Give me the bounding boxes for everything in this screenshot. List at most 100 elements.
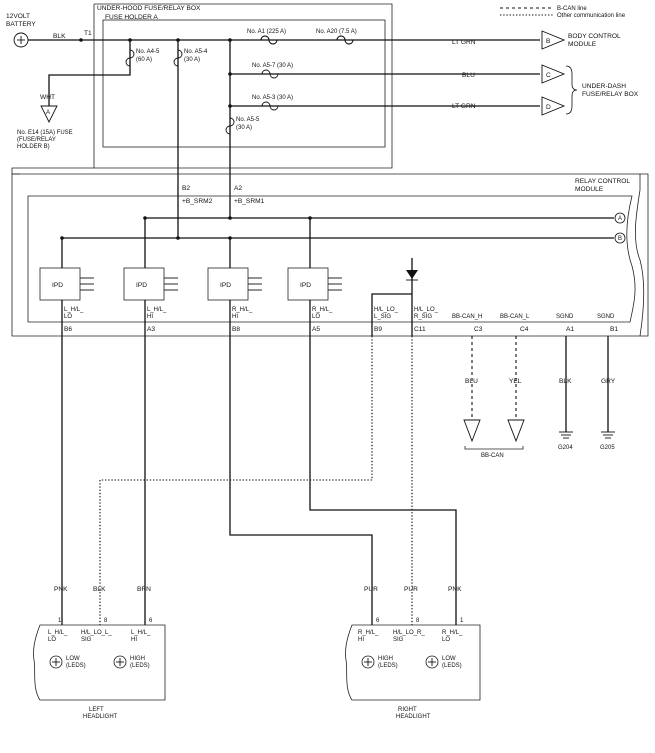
body-control-label-2: MODULE [568, 41, 597, 48]
right-lamp-1-name-2: (LEDS) [378, 663, 398, 669]
wire-color-blk: BLK [53, 33, 66, 40]
ipd-4-label: IPD [300, 282, 311, 289]
pin-a2: A2 [234, 185, 242, 192]
left-pin-2-name-1: H/L_LO_L_ [81, 630, 112, 636]
pin-srm1: +B_SRM1 [234, 198, 265, 205]
left-pin-1-num: 1 [58, 618, 62, 624]
fuse-a53-label: No. A5-3 (30 A) [252, 95, 293, 101]
right-headlight-box [345, 624, 481, 701]
ipd-2: IPD [123, 267, 178, 301]
wire-color-blu-c: BLU [462, 72, 475, 79]
left-pin-2-num: 8 [104, 618, 108, 624]
connector-c-triangle [541, 64, 566, 84]
right-pin-3-name-2: LO [442, 637, 450, 643]
fuse-a1-symbol [260, 35, 278, 45]
diode-symbol [406, 270, 418, 279]
connector-d-tag: D [546, 104, 551, 111]
rcm-pin-8-id: C4 [520, 326, 529, 333]
fuse-a20-symbol [336, 35, 354, 45]
fuse-a45-symbol [125, 49, 135, 67]
fuse-a55-label-2: (30 A) [236, 125, 252, 131]
right-lamp-2-name-1: LOW [442, 656, 456, 662]
left-headlight-name-2: HEADLIGHT [83, 714, 118, 720]
fuse-a54-label-1: No. A5-4 [184, 49, 208, 55]
cd-brace [565, 65, 578, 115]
battery-label-1: 12VOLT [6, 13, 30, 20]
bus-b-tag: B [618, 236, 622, 242]
left-lamp-1-name-1: LOW [66, 656, 80, 662]
left-high-led-icon [113, 655, 127, 669]
fuse-a1-label: No. A1 (225 A) [247, 29, 286, 35]
bus-a-marker [614, 212, 626, 224]
can-and-ground: BLU YEL BB-CAN BLK GRY G204 G205 [463, 336, 616, 459]
rcm-title-2: MODULE [575, 186, 604, 193]
ground-g205-symbol [601, 431, 615, 439]
bbcan-h-triangle [463, 419, 481, 443]
rcm-pin-1-id: B6 [64, 326, 72, 333]
left-pin-3-name-1: L_H/L_ [131, 630, 151, 636]
left-headlight-name-1: LEFT [89, 707, 104, 713]
connector-c-tag: C [546, 72, 551, 79]
rcm-pin-6-id: C11 [414, 326, 426, 333]
fuse-a57-label: No. A5-7 (30 A) [252, 63, 293, 69]
connector-d-triangle [541, 96, 566, 116]
right-pin-2-num: 8 [416, 618, 420, 624]
right-pin-1-name-1: R_H/L_ [358, 630, 379, 636]
wire-color-pnk-right: PNK [448, 586, 462, 593]
wire-color-ltgrn-d: LT GRN [452, 103, 476, 110]
fuse-a45-label-1: No. A4-5 [136, 49, 160, 55]
rcm-pin-3-name-2: HI [232, 314, 238, 320]
wire-color-pur-right-2: PUR [404, 586, 418, 593]
ipd-3-label: IPD [220, 282, 231, 289]
ground-g204-symbol [559, 431, 573, 439]
right-pin-1-num: 6 [376, 618, 380, 624]
bus-a-tag: A [618, 216, 622, 222]
left-pin-1-name-1: L_H/L_ [48, 630, 68, 636]
ipd-1: IPD [39, 267, 94, 301]
left-pin-3-num: 6 [149, 618, 153, 624]
e14-label-3: HOLDER B) [17, 144, 50, 150]
rcm-pin-3-id: B8 [232, 326, 240, 333]
right-pin-2-name-2: SIG [393, 637, 404, 643]
fuse-a55-symbol [225, 117, 235, 135]
rcm-title-1: RELAY CONTROL [575, 178, 630, 185]
rcm-pin-4-id: A5 [312, 326, 320, 333]
rcm-pin-5-id: B9 [374, 326, 382, 333]
rcm-pin-6-name-1: H/L_LO_ [414, 307, 439, 313]
ground-g205-label: G205 [600, 445, 615, 451]
relay-control-module: RELAY CONTROL MODULE B2 +B_SRM2 A2 +B_SR… [11, 173, 649, 337]
connector-b-triangle [541, 30, 566, 50]
rcm-pin-2-name-1: L_H/L_ [147, 307, 167, 313]
fuse-a45-label-2: (60 A) [136, 57, 152, 63]
wire-color-blu-can: BLU [465, 378, 478, 385]
left-headlight-box [33, 624, 166, 701]
wire-color-gry-gnd: GRY [601, 378, 616, 385]
underdash-label-2: FUSE/RELAY BOX [582, 91, 639, 98]
ipd-3: IPD [207, 267, 262, 301]
e14-label-2: (FUSE/RELAY [17, 137, 56, 143]
terminal-t1: T1 [84, 30, 92, 37]
rcm-pin-1-name-2: LO [64, 314, 72, 320]
rcm-pin-5-name-2: L_SIG [374, 314, 391, 320]
bbcan-l-triangle [507, 419, 525, 443]
underhood-box-title: UNDER-HOOD FUSE/RELAY BOX [97, 5, 201, 12]
left-lamp-2-name-1: HIGH [130, 656, 145, 662]
e14-label-1: No. E14 (15A) FUSE [17, 130, 73, 136]
supply-wiring: BLK T1 No. A1 (225 A) No. A20 (7.5 A) LT… [17, 29, 540, 238]
rcm-pin-9-name-1: SGND [556, 314, 574, 320]
left-pin-3-name-2: HI [131, 637, 137, 643]
headlight-wiring: PNK BLK BRN PUR PUR PNK [54, 336, 462, 625]
legend-other-label: Other communication line [557, 13, 626, 19]
ground-g204-label: G204 [558, 445, 573, 451]
legend-bcan-label: B-CAN line [557, 6, 587, 12]
fuse-a54-label-2: (30 A) [184, 57, 200, 63]
bbcan-label: BB-CAN [481, 453, 504, 459]
pin-b2: B2 [182, 185, 190, 192]
bus-b-marker [614, 232, 626, 244]
pin-srm2: +B_SRM2 [182, 198, 213, 205]
body-control-label-1: BODY CONTROL [568, 33, 621, 40]
left-pin-2-name-2: SIG [81, 637, 92, 643]
rcm-inner [27, 195, 636, 323]
connector-b-tag: B [546, 38, 551, 45]
